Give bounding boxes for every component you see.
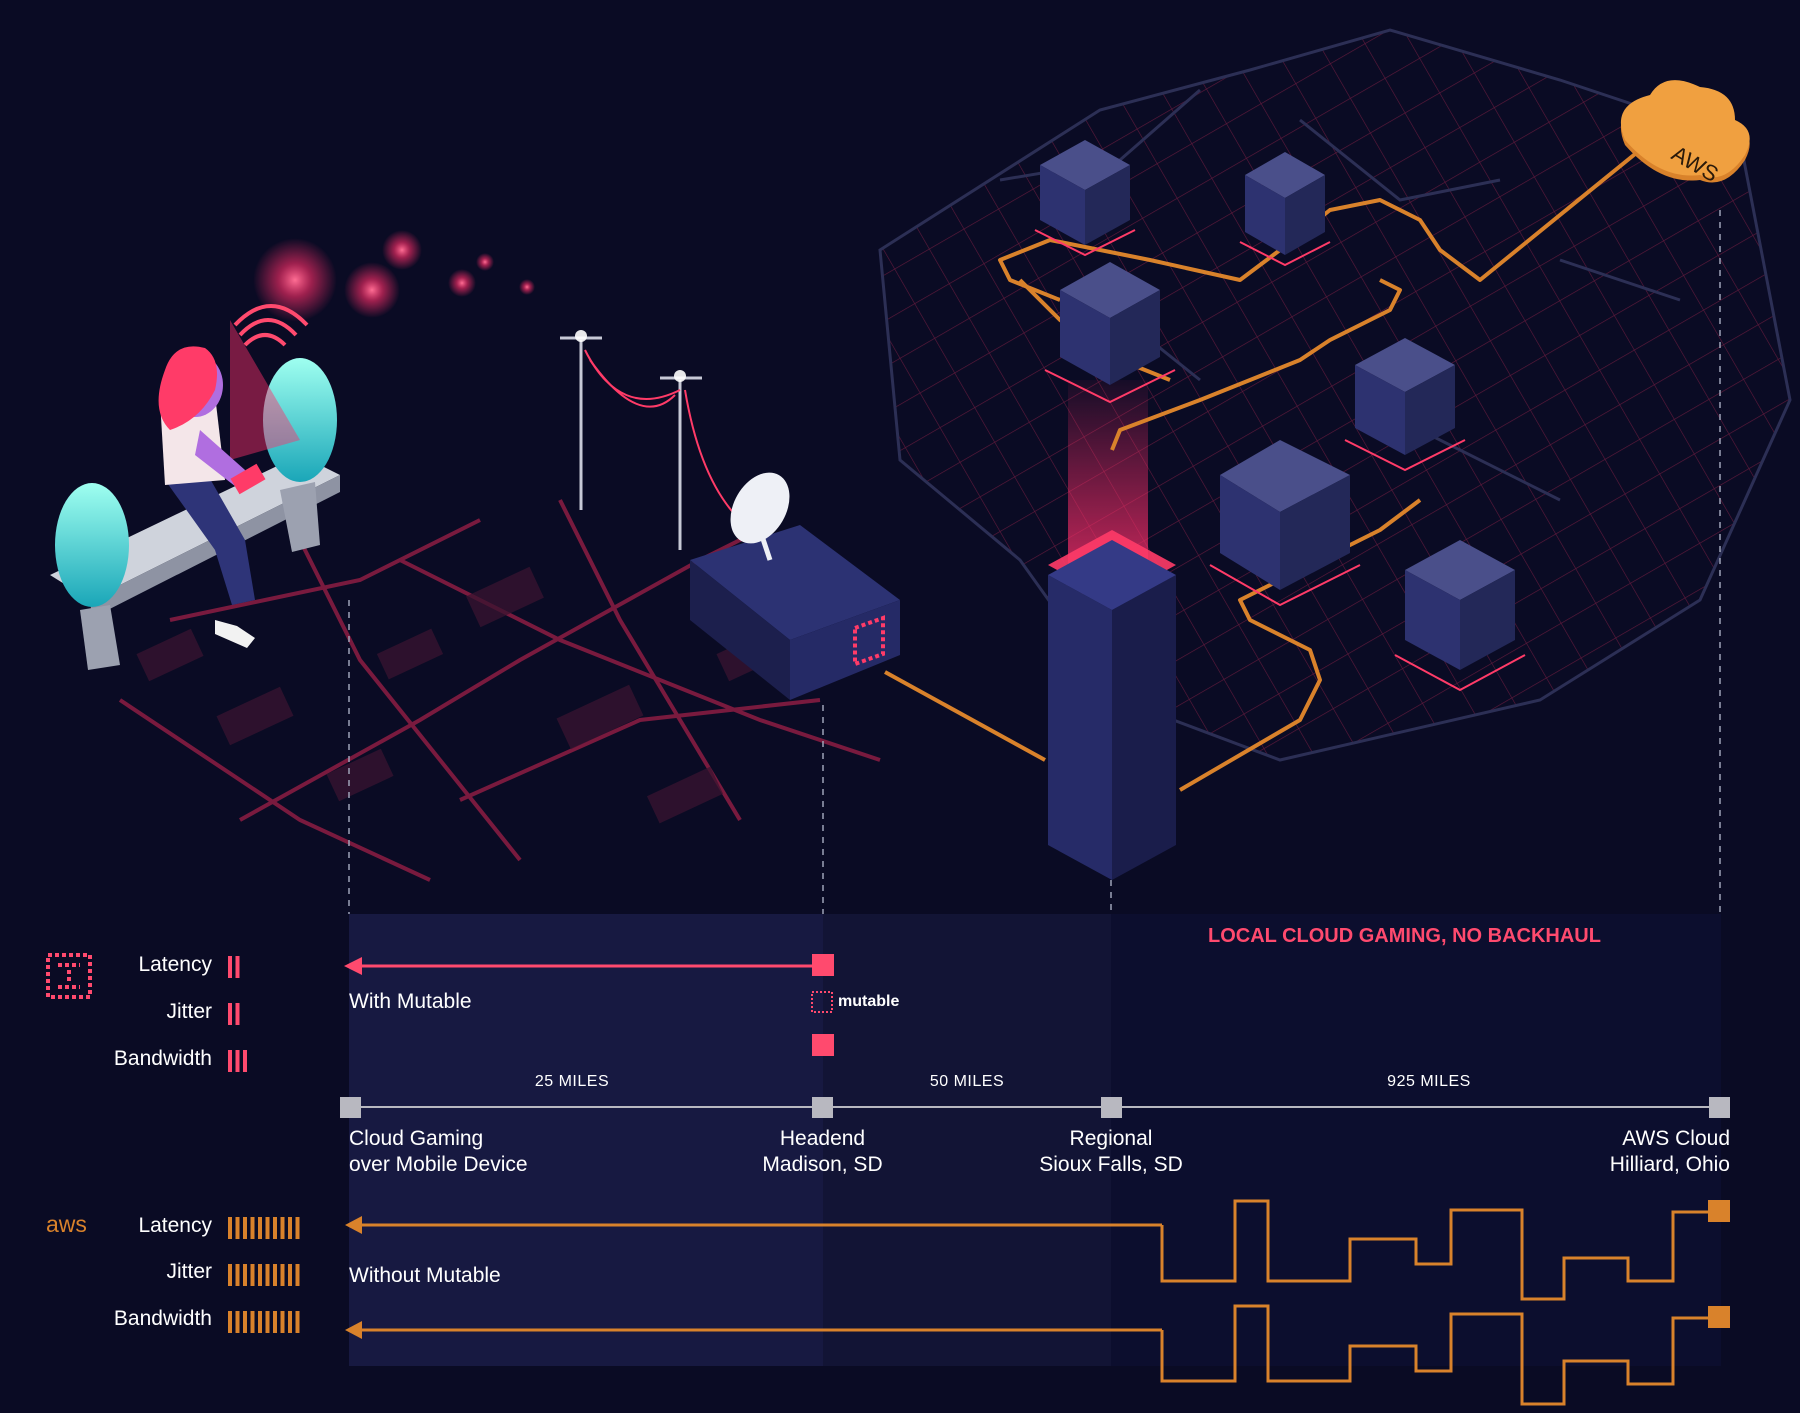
metric-bar [288,1311,292,1333]
without-bandwidth-label: Bandwidth [113,1307,212,1330]
metric-bar [288,1264,292,1286]
metric-bar [258,1217,262,1239]
metric-bar [250,1311,255,1333]
node-headend-line2: Madison, SD [762,1153,883,1176]
aws-brand: aws [46,1211,87,1237]
metric-bar [235,1050,240,1072]
with-mutable-metric-bars [228,956,247,1072]
metric-bar [228,1003,232,1025]
metric-bar [250,1217,255,1239]
without-jitter-label: Jitter [166,1260,212,1283]
metric-bar [235,1311,240,1333]
metric-bar [273,1217,277,1239]
without-mutable-label: Without Mutable [349,1264,501,1287]
without-latency-label: Latency [138,1214,212,1237]
distance-axis [340,1097,1730,1118]
metric-bar [228,1264,232,1286]
regional-tower [1048,380,1176,880]
metric-bar [280,1217,285,1239]
without-mutable-traces [360,1199,1710,1406]
metric-bar [243,1311,247,1333]
node-mobile: Cloud Gaming over Mobile Device [349,1126,528,1178]
node-mobile-line1: Cloud Gaming [349,1127,484,1150]
city-blocks [136,566,784,824]
metric-bar [250,1264,255,1286]
node-aws: AWS Cloud Hilliard, Ohio [1530,1126,1730,1178]
node-regional: Regional Sioux Falls, SD [1006,1126,1216,1178]
metric-bar [265,1217,270,1239]
metric-bar [295,1264,300,1286]
metric-bar [280,1311,285,1333]
with-mutable-label: With Mutable [349,990,472,1013]
guide-lines [348,210,1721,914]
with-jitter-label: Jitter [166,1000,212,1023]
distance-3: 925 MILES [1387,1073,1471,1090]
metric-bar [243,1217,247,1239]
city-streets [118,499,881,882]
server-clusters [1034,140,1526,692]
mutable-brand: mutable [838,993,900,1010]
with-latency-label: Latency [138,953,212,976]
node-headend: Headend Madison, SD [720,1126,925,1178]
metric-bar [265,1264,270,1286]
with-bandwidth-label: Bandwidth [113,1047,212,1070]
metric-bar [243,1264,247,1286]
metric-bar [235,1264,240,1286]
metric-bar [228,956,232,978]
node-regional-line2: Sioux Falls, SD [1039,1153,1183,1176]
metric-bar [280,1264,285,1286]
metric-bar [235,1003,240,1025]
metric-bar [235,956,240,978]
utility-poles [560,336,741,550]
with-mutable-arrow [344,954,834,1056]
metric-bar [265,1311,270,1333]
node-aws-line1: AWS Cloud [1622,1127,1730,1150]
metric-bar [273,1311,277,1333]
metric-bar [243,1050,247,1072]
distance-1: 25 MILES [534,1073,610,1090]
metric-bar [258,1311,262,1333]
metric-bar [228,1311,232,1333]
mutable-logo-icon [46,953,92,999]
metric-bar [258,1264,262,1286]
node-aws-line2: Hilliard, Ohio [1609,1153,1730,1176]
metric-bar [235,1217,240,1239]
headend-box [690,472,900,988]
node-mobile-line2: over Mobile Device [349,1153,528,1176]
aws-cloud-icon: AWS [1620,80,1750,187]
local-cloud-banner: LOCAL CLOUD GAMING, NO BACKHAUL [1208,925,1601,947]
metric-bar [288,1217,292,1239]
node-regional-line1: Regional [1069,1127,1153,1150]
metric-bar [228,1050,232,1072]
metric-bar [295,1311,300,1333]
metric-bar [228,1217,232,1239]
distance-2: 50 MILES [929,1073,1005,1090]
mutable-small-icon [811,991,833,1013]
node-headend-line1: Headend [779,1127,866,1150]
metric-bar [273,1264,277,1286]
bench-person [50,304,340,670]
metric-bar [295,1217,300,1239]
without-mutable-metric-bars [228,1217,300,1333]
